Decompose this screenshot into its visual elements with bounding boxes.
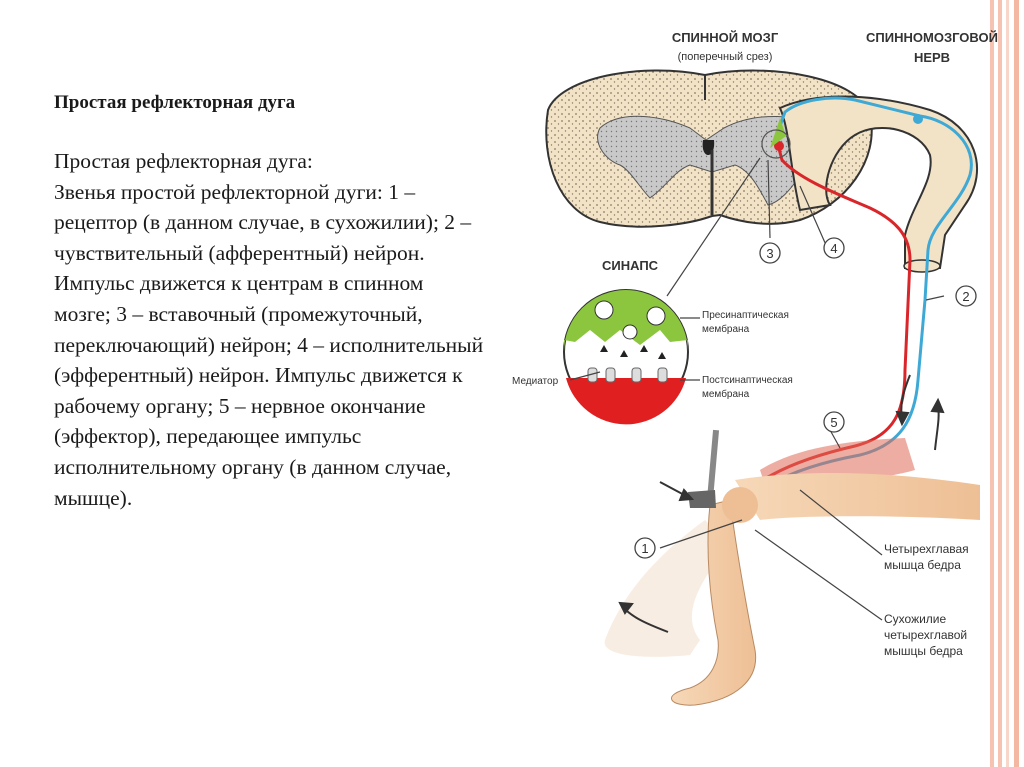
svg-text:5: 5 xyxy=(830,415,837,430)
tendon-label-line3: мышцы бедра xyxy=(884,644,963,658)
tendon-label-line2: четырехглавой xyxy=(884,628,967,642)
synapse-label: СИНАПС xyxy=(602,258,659,273)
spinal-nerve-root xyxy=(780,96,977,268)
spinal-nerve-label-line1: СПИННОМОЗГОВОЙ xyxy=(866,30,998,45)
postsynaptic-label-line2: мембрана xyxy=(702,388,750,400)
quadriceps-label-line1: Четырехглавая xyxy=(884,542,969,556)
synapse-detail xyxy=(564,290,688,424)
marker-2: 2 xyxy=(956,286,976,306)
svg-text:1: 1 xyxy=(641,541,648,556)
marker-4: 4 xyxy=(824,238,844,258)
svg-text:3: 3 xyxy=(766,246,773,261)
mediator-label: Медиатор xyxy=(512,376,559,387)
marker-3: 3 xyxy=(760,243,780,263)
marker-1: 1 xyxy=(635,538,655,558)
presynaptic-label-line2: мембрана xyxy=(702,323,750,335)
spinal-cord-label: СПИННОЙ МОЗГ xyxy=(672,30,779,45)
slide-body-text: Простая рефлекторная дуга: Звенья просто… xyxy=(54,146,484,513)
svg-text:4: 4 xyxy=(830,241,837,256)
quadriceps-label-line2: мышца бедра xyxy=(884,558,961,572)
reflex-hammer xyxy=(688,430,719,508)
legs-illustration xyxy=(605,473,980,705)
postsynaptic-label-line1: Постсинаптическая xyxy=(702,375,793,386)
spinal-cord-sublabel: (поперечный срез) xyxy=(678,51,773,63)
spinal-nerve-label-line2: НЕРВ xyxy=(914,50,950,65)
slide-title: Простая рефлекторная дуга xyxy=(54,92,295,114)
svg-text:2: 2 xyxy=(962,289,969,304)
marker-5: 5 xyxy=(824,412,844,432)
reflex-arc-diagram: 1 2 3 4 5 СПИННОЙ МОЗГ (поперечный срез)… xyxy=(490,0,1024,767)
presynaptic-label-line1: Пресинаптическая xyxy=(702,310,789,321)
tendon-label-line1: Сухожилие xyxy=(884,612,947,626)
